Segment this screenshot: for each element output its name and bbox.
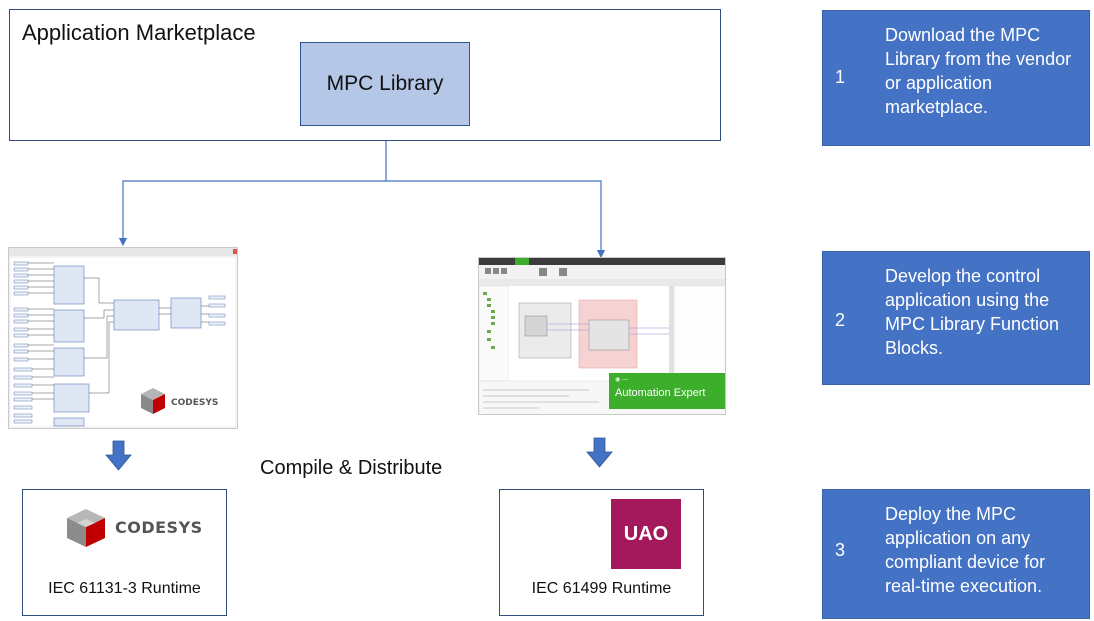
codesys-cube-icon [67, 509, 105, 547]
automation-expert-banner: ◉ — Automation Expert [609, 373, 725, 409]
library-to-ae-connector [386, 180, 606, 259]
codesys-runtime-box: CODESYS IEC 61131-3 Runtime [22, 489, 227, 616]
step-1-number: 1 [835, 67, 846, 87]
codesys-wordmark-small: CODESYS [171, 398, 218, 408]
automation-expert-label: Automation Expert [615, 387, 706, 399]
step-3-box: 3 Deploy the MPC application on any comp… [822, 489, 1090, 619]
marketplace-title: Application Marketplace [22, 20, 256, 45]
step-2-number: 2 [835, 310, 846, 330]
automation-expert-editor [479, 258, 725, 414]
codesys-logo-small: CODESYS [141, 388, 218, 414]
step-2-box: 2 Develop the control application using … [822, 251, 1090, 385]
codesys-function-block-diagram: CODESYS [9, 248, 237, 428]
library-to-codesys-connector [118, 141, 387, 247]
step-3-text: Deploy the MPC application on any compli… [885, 504, 1046, 596]
uao-logo: UAO [611, 499, 681, 569]
step-3-number: 3 [835, 540, 846, 560]
schneider-mark-icon: ◉ — [615, 377, 628, 383]
codesys-wordmark: CODESYS [115, 517, 203, 537]
step-1-box: 1 Download the MPC Library from the vend… [822, 10, 1090, 146]
compile-distribute-label: Compile & Distribute [260, 457, 443, 479]
mpc-library-box: MPC Library [300, 42, 470, 126]
ae-down-arrow [586, 437, 613, 468]
step-1-text: Download the MPC Library from the vendor… [885, 25, 1072, 117]
codesys-logo: CODESYS [65, 506, 203, 548]
step-2-text: Develop the control application using th… [885, 266, 1060, 358]
uao-logo-text: UAO [623, 522, 669, 545]
codesys-editor-screenshot: CODESYS [8, 247, 238, 429]
mpc-library-label: MPC Library [326, 72, 444, 95]
iec-61131-runtime-label: IEC 61131-3 Runtime [48, 580, 201, 597]
codesys-down-arrow [105, 440, 132, 471]
iec-61499-runtime-label: IEC 61499 Runtime [531, 580, 672, 597]
